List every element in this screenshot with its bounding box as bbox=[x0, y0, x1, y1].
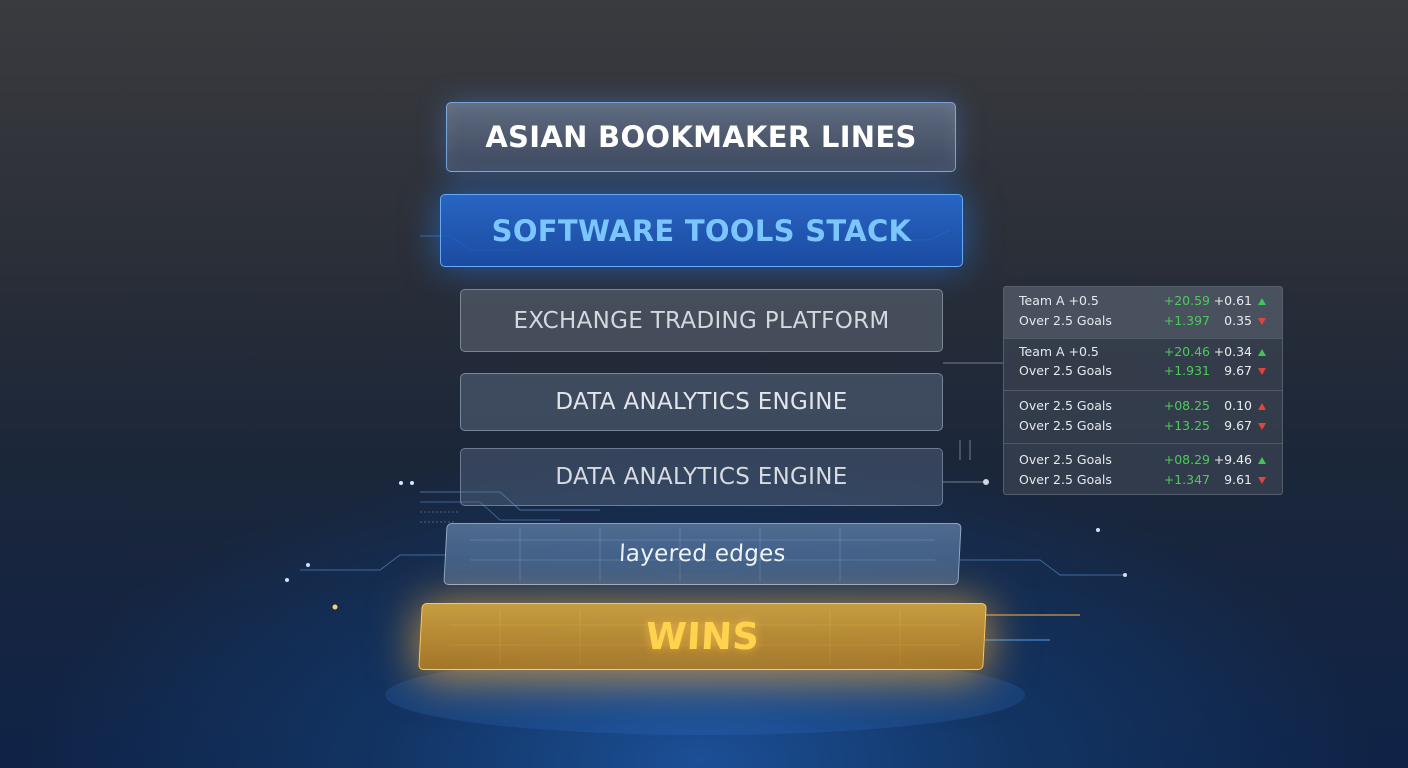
trend-down-icon bbox=[1258, 423, 1266, 430]
trend-up-red-icon bbox=[1258, 403, 1266, 410]
odds-row: Team A +0.5 +20.59 +0.61 bbox=[1004, 293, 1282, 311]
odds-row: Team A +0.5 +20.46 +0.34 bbox=[1004, 344, 1282, 362]
odds-value: 0.35 bbox=[1224, 313, 1252, 328]
layer-layered-edges: layered edges bbox=[443, 523, 962, 585]
odds-value: 9.67 bbox=[1224, 418, 1252, 433]
market-label: Over 2.5 Goals bbox=[1019, 418, 1112, 433]
layer-label: ASIAN BOOKMAKER LINES bbox=[485, 120, 917, 154]
layer-label: EXCHANGE TRADING PLATFORM bbox=[513, 307, 890, 334]
market-label: Over 2.5 Goals bbox=[1019, 472, 1112, 487]
odds-group: Team A +0.5 +20.46 +0.34 Over 2.5 Goals … bbox=[1004, 338, 1282, 390]
odds-row: Over 2.5 Goals +1.931 9.67 bbox=[1004, 363, 1282, 381]
odds-value: 9.67 bbox=[1224, 363, 1252, 378]
layer-wins: WINS bbox=[418, 603, 987, 670]
market-label: Over 2.5 Goals bbox=[1019, 452, 1112, 467]
odds-change: +08.29 bbox=[1163, 452, 1210, 467]
trend-down-icon bbox=[1258, 477, 1266, 484]
odds-value: +9.46 bbox=[1213, 452, 1252, 467]
odds-value: 0.10 bbox=[1224, 398, 1252, 413]
layer-label: WINS bbox=[644, 615, 761, 658]
odds-row: Over 2.5 Goals +13.25 9.67 bbox=[1004, 418, 1282, 436]
odds-row: Over 2.5 Goals +1.397 0.35 bbox=[1004, 313, 1282, 331]
layer-label: DATA ANALYTICS ENGINE bbox=[555, 389, 848, 415]
odds-value: +0.61 bbox=[1213, 293, 1252, 308]
odds-group: Team A +0.5 +20.59 +0.61 Over 2.5 Goals … bbox=[1004, 287, 1282, 338]
odds-group: Over 2.5 Goals +08.25 0.10 Over 2.5 Goal… bbox=[1004, 390, 1282, 443]
layer-label: SOFTWARE TOOLS STACK bbox=[491, 213, 912, 248]
market-label: Team A +0.5 bbox=[1019, 344, 1099, 359]
trend-down-icon bbox=[1258, 318, 1266, 325]
layer-label: DATA ANALYTICS ENGINE bbox=[555, 464, 848, 490]
trend-down-icon bbox=[1258, 368, 1266, 375]
market-label: Over 2.5 Goals bbox=[1019, 313, 1112, 328]
trend-up-icon bbox=[1258, 457, 1266, 464]
odds-row: Over 2.5 Goals +1.347 9.61 bbox=[1004, 472, 1282, 490]
odds-change: +13.25 bbox=[1163, 418, 1210, 433]
odds-row: Over 2.5 Goals +08.25 0.10 bbox=[1004, 398, 1282, 416]
odds-row: Over 2.5 Goals +08.29 +9.46 bbox=[1004, 452, 1282, 470]
trend-up-icon bbox=[1258, 349, 1266, 356]
odds-panel: Team A +0.5 +20.59 +0.61 Over 2.5 Goals … bbox=[1003, 286, 1283, 495]
layer-data-analytics-engine: DATA ANALYTICS ENGINE bbox=[460, 373, 943, 431]
layer-asian-bookmaker-lines: ASIAN BOOKMAKER LINES bbox=[446, 102, 956, 172]
layer-label: layered edges bbox=[618, 541, 787, 567]
trend-up-icon bbox=[1258, 298, 1266, 305]
market-label: Over 2.5 Goals bbox=[1019, 363, 1112, 378]
layer-exchange-trading-platform: EXCHANGE TRADING PLATFORM bbox=[460, 289, 943, 352]
odds-change: +1.347 bbox=[1163, 472, 1210, 487]
odds-group: Over 2.5 Goals +08.29 +9.46 Over 2.5 Goa… bbox=[1004, 443, 1282, 494]
odds-change: +20.59 bbox=[1163, 293, 1210, 308]
layer-software-tools-stack: SOFTWARE TOOLS STACK bbox=[440, 194, 963, 267]
odds-value: 9.61 bbox=[1224, 472, 1252, 487]
odds-change: +1.931 bbox=[1163, 363, 1210, 378]
odds-value: +0.34 bbox=[1213, 344, 1252, 359]
odds-change: +20.46 bbox=[1163, 344, 1210, 359]
layer-data-analytics-engine-2: DATA ANALYTICS ENGINE bbox=[460, 448, 943, 506]
market-label: Team A +0.5 bbox=[1019, 293, 1099, 308]
odds-change: +1.397 bbox=[1163, 313, 1210, 328]
market-label: Over 2.5 Goals bbox=[1019, 398, 1112, 413]
odds-change: +08.25 bbox=[1163, 398, 1210, 413]
